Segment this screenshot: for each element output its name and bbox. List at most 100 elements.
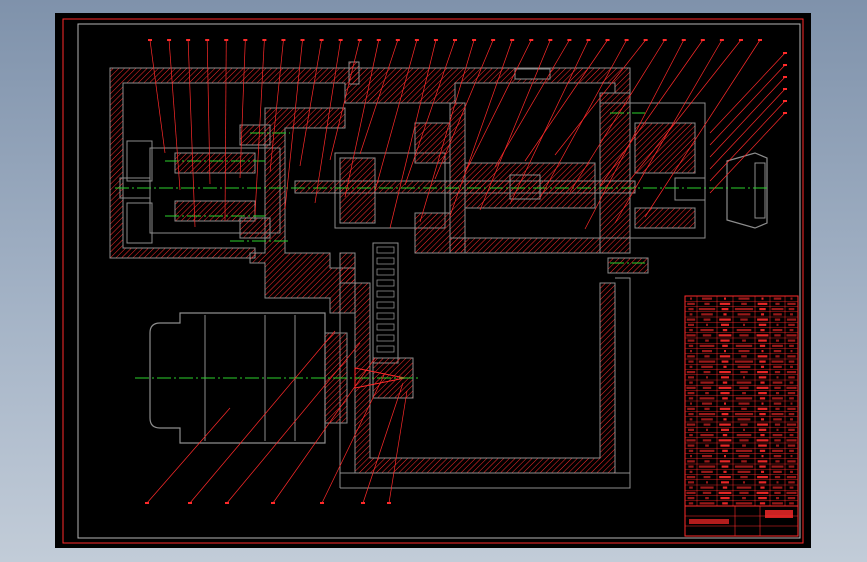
parts-cell-mark <box>701 313 713 316</box>
parts-cell-mark <box>772 502 783 505</box>
parts-cell-mark <box>702 455 712 458</box>
parts-cell-mark <box>774 476 781 479</box>
gear-tooth <box>376 301 395 309</box>
leader-line <box>464 39 532 174</box>
leader-line <box>644 39 761 218</box>
parts-cell-mark <box>699 344 715 347</box>
parts-cell-mark <box>772 434 783 437</box>
leader-line <box>314 39 341 204</box>
parts-cell-mark <box>737 418 751 421</box>
parts-cell-mark <box>774 371 781 374</box>
title-block[interactable] <box>684 505 799 537</box>
parts-cell-mark <box>757 355 768 358</box>
leader-line <box>404 39 456 186</box>
parts-cell-mark <box>790 402 793 405</box>
parts-cell-mark <box>689 313 693 316</box>
parts-cell-mark <box>738 350 750 353</box>
parts-cell-mark <box>760 381 765 384</box>
parts-cell-mark <box>688 344 694 347</box>
parts-cell-mark <box>760 434 765 437</box>
parts-cell-mark <box>787 444 796 447</box>
parts-cell-mark <box>723 418 727 421</box>
leader-line <box>239 39 246 179</box>
leader-line <box>629 39 742 181</box>
parts-cell-mark <box>786 371 797 374</box>
parts-cell-mark <box>719 302 731 305</box>
parts-cell-mark <box>687 392 695 395</box>
parts-cell-mark <box>720 497 730 500</box>
callout-marker <box>376 39 381 41</box>
parts-cell-mark <box>759 465 766 468</box>
callout-marker <box>224 39 229 41</box>
callout-marker <box>361 502 365 504</box>
parts-cell-mark <box>740 423 748 426</box>
parts-cell-mark <box>724 455 726 458</box>
callout-marker <box>605 39 610 41</box>
parts-cell-mark <box>699 502 715 505</box>
parts-cell-mark <box>760 418 765 421</box>
gear-tooth <box>376 345 395 353</box>
parts-cell-mark <box>686 476 696 479</box>
parts-cell-mark <box>773 365 782 368</box>
parts-cell-mark <box>706 376 708 379</box>
parts-cell-mark <box>722 449 728 452</box>
parts-cell-mark <box>702 402 712 405</box>
parts-cell-mark <box>757 423 768 426</box>
leader-line <box>189 330 336 504</box>
callout-marker <box>783 64 787 66</box>
parts-cell-mark <box>700 381 714 384</box>
parts-cell-mark <box>773 470 782 473</box>
parts-cell-mark <box>788 465 795 468</box>
parts-cell-mark <box>687 355 695 358</box>
drawing-sheet[interactable] <box>55 13 811 548</box>
parts-cell-mark <box>776 428 779 431</box>
parts-cell-mark <box>742 444 746 447</box>
assembly-drawing[interactable] <box>55 13 811 548</box>
parts-cell-mark <box>688 481 694 484</box>
parts-cell-mark <box>789 449 794 452</box>
parts-cell-mark <box>758 323 767 326</box>
callout-marker <box>271 502 275 504</box>
parts-cell-mark <box>739 334 749 337</box>
parts-cell-mark <box>720 444 730 447</box>
leader-line <box>187 39 196 228</box>
parts-cell-mark <box>759 413 766 416</box>
parts-cell-mark <box>739 491 749 494</box>
parts-cell-mark <box>787 497 796 500</box>
parts-cell-mark <box>718 491 732 494</box>
callout-marker <box>472 39 477 41</box>
parts-cell-mark <box>689 365 693 368</box>
leader-line <box>362 382 404 504</box>
parts-cell-mark <box>776 323 779 326</box>
parts-cell-mark <box>734 413 754 416</box>
parts-cell-mark <box>688 323 694 326</box>
callout-marker <box>700 39 705 41</box>
parts-cell-mark <box>723 470 727 473</box>
parts-cell-mark <box>788 481 795 484</box>
parts-cell-mark <box>758 339 767 342</box>
parts-cell-mark <box>689 434 693 437</box>
parts-cell-mark <box>689 470 693 473</box>
parts-cell-mark <box>741 460 747 463</box>
parts-cell-mark <box>787 392 796 395</box>
parts-cell-mark <box>737 365 751 368</box>
callout-marker <box>453 39 457 41</box>
parts-cell-mark <box>758 497 767 500</box>
parts-cell-mark <box>721 413 729 416</box>
leader-line <box>269 39 284 173</box>
callout-marker <box>243 39 248 41</box>
leader-line <box>299 39 322 167</box>
parts-cell-mark <box>689 381 693 384</box>
leader-line <box>554 39 646 156</box>
leader-line <box>344 39 380 198</box>
parts-cell-mark <box>757 371 768 374</box>
parts-cell-mark <box>688 308 694 311</box>
parts-cell-mark <box>775 444 780 447</box>
parts-cell-mark <box>773 402 782 405</box>
parts-list-table[interactable] <box>684 295 799 507</box>
parts-cell-mark <box>719 476 731 479</box>
gear-tooth <box>376 279 395 287</box>
parts-cell-mark <box>702 386 712 389</box>
parts-cell-mark <box>789 344 794 347</box>
